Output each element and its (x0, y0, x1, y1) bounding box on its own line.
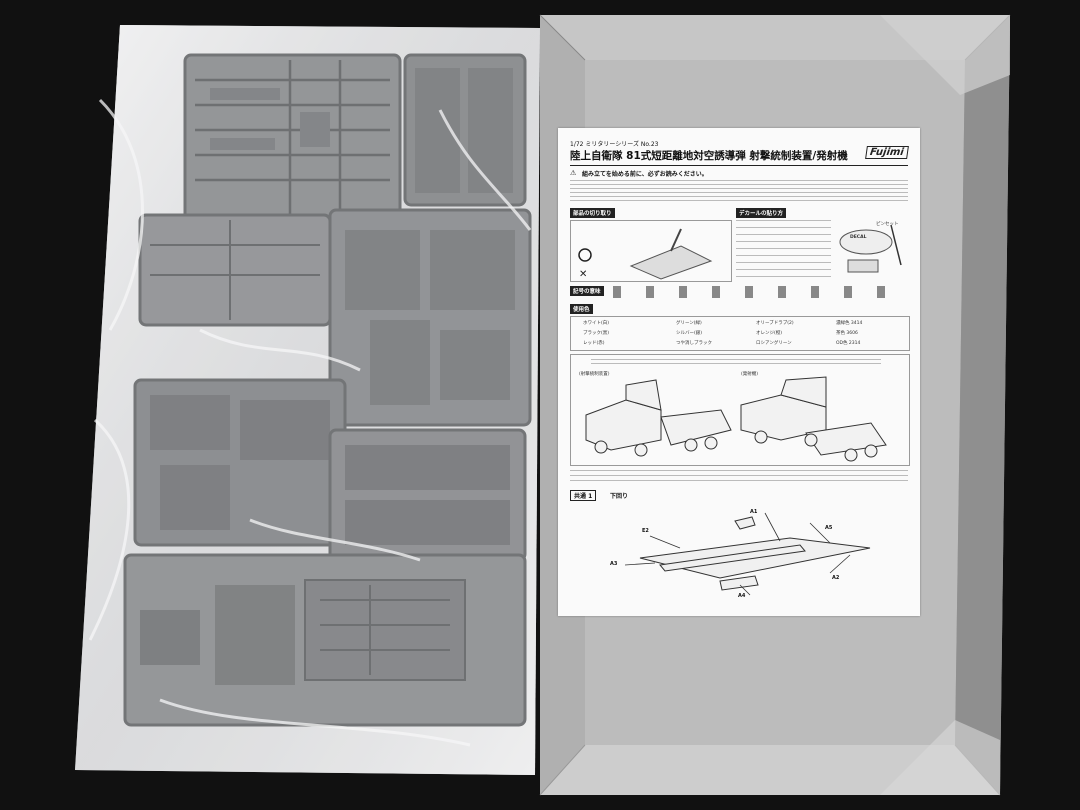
section-runner: 部品の切り取り (570, 208, 615, 218)
series-line: 1/72 ミリタリーシリーズ No.23 (570, 141, 659, 148)
color-code-2: OD色 2314 (836, 341, 861, 346)
brand-logo: Fujimi (865, 146, 909, 159)
decal-label: DECAL (850, 235, 867, 240)
warning-heading: 組み立てを始める前に、必ずお読みください。 (582, 171, 708, 178)
part-label-a4: A4 (738, 593, 746, 599)
runner-diagram: ✕ (570, 220, 732, 282)
color-table: ホワイト(白) ブラック(黒) レッド(赤) グリーン(緑) シルバー(銀) つ… (570, 316, 910, 351)
step-diagram: A1 A2 A3 A4 A5 E2 (570, 503, 908, 603)
symbol-row (613, 286, 908, 298)
step-label: 共通 1 (570, 490, 597, 501)
vehicle-label-fcs: (射撃統制装置) (579, 372, 610, 377)
part-label-a5: A5 (825, 525, 833, 531)
decal-diagram: DECAL ピンセット (836, 220, 908, 280)
vehicle-diagram: (射撃統制装置) (発射機) (570, 354, 910, 466)
part-label-a2: A2 (832, 575, 840, 581)
color-right-2: ロシアングリーン (756, 341, 792, 346)
part-label-e2: E2 (642, 528, 649, 534)
section-symbols: 記号の意味 (570, 286, 604, 296)
color-left-2: レッド(赤) (583, 341, 605, 346)
warning-text-block (570, 180, 908, 202)
part-label-a3: A3 (610, 561, 618, 567)
bag-highlights (88, 98, 532, 747)
section-colors: 使用色 (570, 304, 593, 314)
color-right-1: オレンジ(橙) (756, 331, 783, 336)
sheet-title: 陸上自衛隊 81式短距離地対空誘導弾 射撃統制装置/発射機 (570, 150, 848, 162)
decal-text (736, 220, 831, 280)
vehicle-label-launcher: (発射機) (741, 372, 759, 377)
notes-text (570, 470, 908, 484)
bag-sheen (75, 25, 540, 775)
step-title: 下回り (610, 493, 629, 500)
sprue-parts (123, 53, 532, 727)
color-left-0: ホワイト(白) (583, 321, 610, 326)
part-label-a1: A1 (750, 509, 758, 515)
instruction-sheet: 1/72 ミリタリーシリーズ No.23 陸上自衛隊 81式短距離地対空誘導弾 … (558, 128, 920, 616)
color-mid-2: つや消しブラック (676, 341, 712, 346)
warning-icon: ⚠ (570, 169, 577, 177)
color-right-0: オリーブドラブ(2) (756, 321, 794, 326)
color-code-0: 濃緑色 3414 (836, 321, 863, 326)
color-mid-1: シルバー(銀) (676, 331, 703, 336)
svg-text:✕: ✕ (579, 269, 587, 280)
color-mid-0: グリーン(緑) (676, 321, 702, 326)
decal-tool-label: ピンセット (876, 222, 899, 227)
section-decal: デカールの貼り方 (736, 208, 787, 218)
color-code-1: 茶色 3606 (836, 331, 858, 336)
color-left-1: ブラック(黒) (583, 331, 610, 336)
